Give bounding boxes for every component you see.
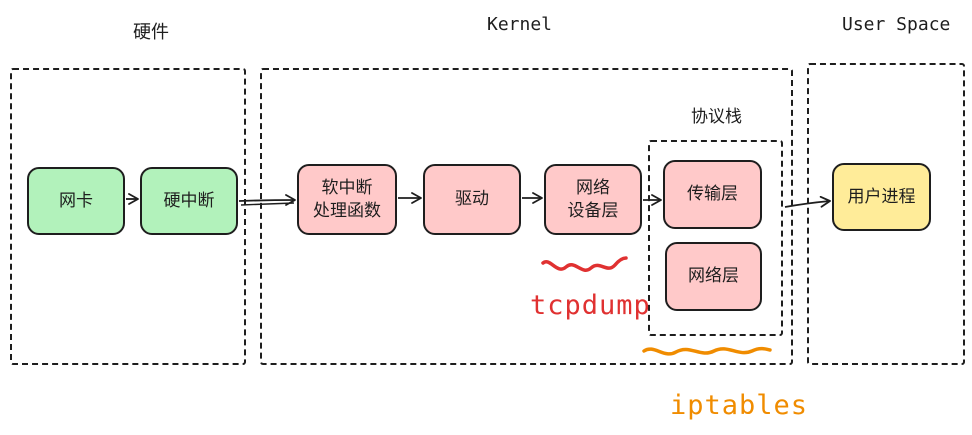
driver-node: 驱动	[423, 164, 521, 235]
protocol-stack-group	[648, 140, 783, 336]
tcpdump-label: tcpdump	[530, 290, 651, 321]
iptables-label: iptables	[670, 390, 809, 421]
user-space-group	[807, 63, 965, 365]
kernel-section-title: Kernel	[487, 14, 553, 35]
net-device-layer-node: 网络 设备层	[544, 164, 642, 235]
user-space-section-title: User Space	[842, 14, 951, 35]
iptables-squiggle	[642, 346, 772, 356]
arrow-transport-to-user-process	[784, 195, 831, 208]
hard-irq-node: 硬中断	[140, 167, 238, 235]
tcpdump-squiggle	[541, 256, 628, 272]
hardware-group	[10, 68, 246, 365]
arrow-hard-irq-to-softirq	[238, 194, 296, 206]
network-layer-node: 网络层	[665, 242, 762, 311]
softirq-handler-node: 软中断 处理函数	[297, 164, 397, 235]
transport-layer-node: 传输层	[663, 160, 762, 229]
kernel-group	[260, 68, 793, 365]
protocol-stack-label: 协议栈	[691, 107, 742, 127]
user-process-node: 用户进程	[832, 163, 931, 231]
hardware-section-title: 硬件	[133, 22, 169, 43]
nic-node: 网卡	[27, 167, 125, 235]
